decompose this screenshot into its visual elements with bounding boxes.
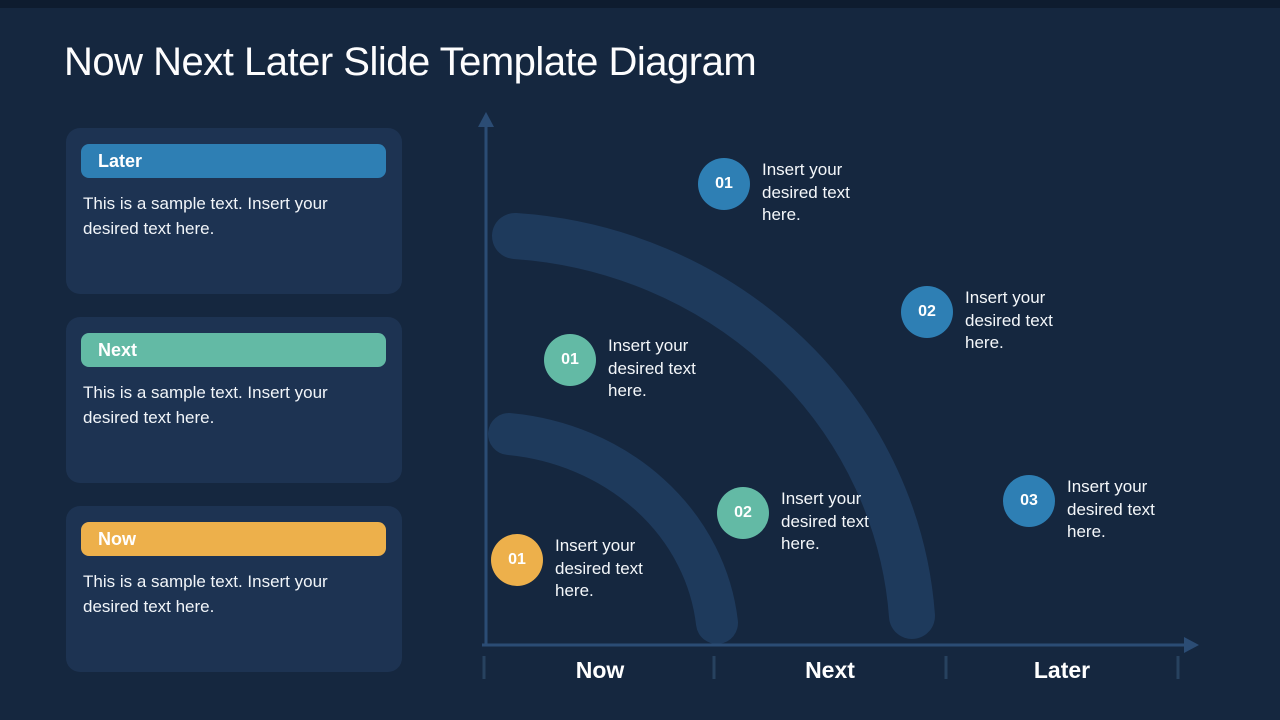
marker-later-02: 02 Insert your desired text here.	[901, 286, 1081, 355]
marker-number: 01	[508, 551, 526, 568]
x-axis-label-later: Later	[1033, 657, 1091, 683]
marker-number-badge: 01	[491, 534, 543, 586]
marker-text: Insert your desired text here.	[555, 536, 643, 600]
marker-number: 01	[715, 175, 733, 192]
top-strip	[0, 0, 1280, 8]
marker-number-badge: 01	[698, 158, 750, 210]
marker-text: Insert your desired text here.	[1067, 477, 1155, 541]
marker-number-badge: 01	[544, 334, 596, 386]
card-now-header: Now	[81, 522, 386, 556]
x-axis-arrowhead-icon	[1184, 637, 1199, 653]
marker-number: 02	[918, 303, 936, 320]
card-later: Later This is a sample text. Insert your…	[66, 128, 402, 294]
marker-number-badge: 02	[901, 286, 953, 338]
card-later-header: Later	[81, 144, 386, 178]
x-axis-label-next: Next	[805, 657, 855, 683]
card-later-label: Later	[98, 150, 143, 171]
marker-number-badge: 02	[717, 487, 769, 539]
page-title: Now Next Later Slide Template Diagram	[64, 40, 757, 84]
marker-now-01: 01 Insert your desired text here.	[491, 534, 671, 603]
marker-later-03: 03 Insert your desired text here.	[1003, 475, 1183, 544]
card-now: Now This is a sample text. Insert your d…	[66, 506, 402, 672]
marker-next-02: 02 Insert your desired text here.	[717, 487, 897, 556]
marker-text: Insert your desired text here.	[781, 489, 869, 553]
card-next: Next This is a sample text. Insert your …	[66, 317, 402, 483]
marker-text: Insert your desired text here.	[762, 160, 850, 224]
marker-later-01: 01 Insert your desired text here.	[698, 158, 878, 227]
marker-text: Insert your desired text here.	[608, 336, 696, 400]
card-now-body: This is a sample text. Insert your desir…	[83, 572, 328, 616]
marker-number: 03	[1020, 492, 1038, 509]
y-axis-arrowhead-icon	[478, 112, 494, 127]
card-next-header: Next	[81, 333, 386, 367]
card-later-body: This is a sample text. Insert your desir…	[83, 194, 328, 238]
marker-next-01: 01 Insert your desired text here.	[544, 334, 724, 403]
x-axis-label-now: Now	[575, 657, 625, 683]
marker-text: Insert your desired text here.	[965, 288, 1053, 352]
card-next-label: Next	[98, 339, 138, 360]
card-next-body: This is a sample text. Insert your desir…	[83, 383, 328, 427]
card-now-label: Now	[98, 528, 136, 549]
marker-number: 01	[561, 351, 579, 368]
marker-number-badge: 03	[1003, 475, 1055, 527]
marker-number: 02	[734, 504, 752, 521]
